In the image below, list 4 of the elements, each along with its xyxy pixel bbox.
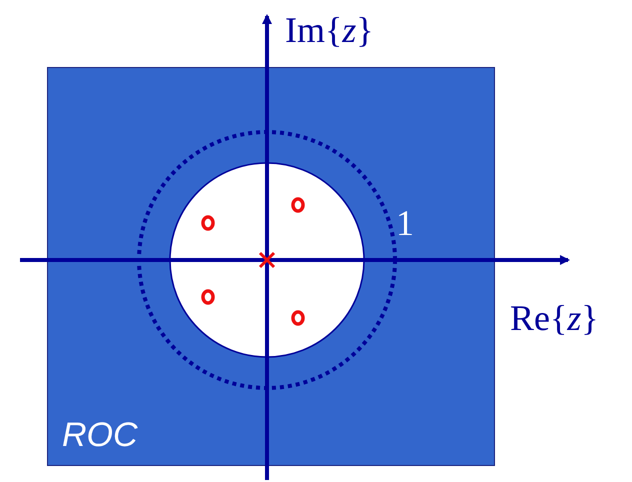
axis-label: Im{z} <box>285 12 374 48</box>
region-label: ROC <box>62 416 138 455</box>
unit-radius-label: 1 <box>396 205 414 241</box>
axis-label: Re{z} <box>510 300 599 336</box>
